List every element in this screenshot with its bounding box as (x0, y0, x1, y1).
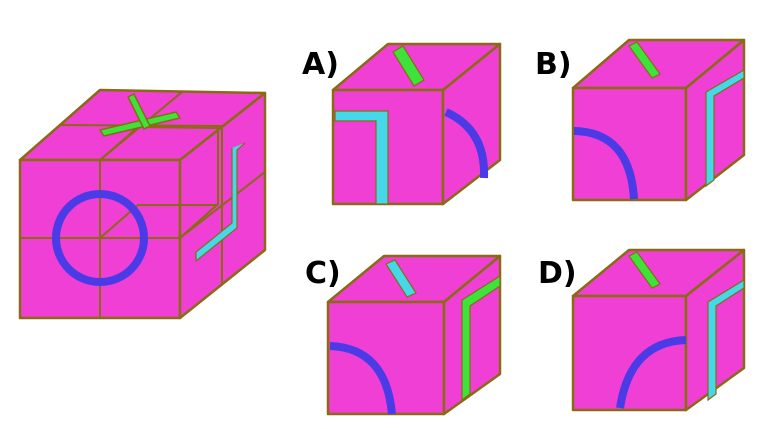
option-d[interactable]: D) (538, 248, 746, 412)
option-a-blue-arc (444, 108, 489, 179)
option-b-cyan-bracket (705, 68, 745, 188)
inner-cube-edge (99, 125, 219, 239)
option-b-cube (571, 38, 746, 202)
option-b-green-bar (628, 41, 661, 79)
option-b[interactable]: B) (535, 38, 746, 202)
option-c-cube (326, 254, 502, 416)
option-a-cube (331, 42, 502, 206)
option-d-blue-arc (616, 336, 687, 409)
option-c-green-bracket (461, 274, 501, 402)
option-d-green-bar (628, 251, 661, 289)
option-b-label: B) (535, 47, 572, 82)
option-a-cyan-bracket (334, 110, 389, 205)
option-c-cyan-bar (385, 259, 417, 298)
option-a-green-bar (392, 45, 425, 87)
option-a-label: A) (302, 47, 339, 82)
green-cross-marker (98, 92, 182, 137)
option-c[interactable]: C) (305, 254, 502, 416)
option-d-cube (571, 248, 746, 412)
option-c-blue-arc (329, 342, 396, 415)
blue-circle-marker (52, 190, 148, 286)
option-c-label: C) (305, 256, 341, 291)
assembled-cube (18, 88, 267, 320)
inner-cube-edge-2 (99, 204, 218, 239)
cyan-bracket-marker (195, 142, 246, 263)
option-b-blue-arc (573, 127, 638, 200)
option-d-cyan-bracket (707, 278, 745, 402)
option-a[interactable]: A) (302, 42, 502, 206)
option-d-label: D) (538, 256, 577, 291)
